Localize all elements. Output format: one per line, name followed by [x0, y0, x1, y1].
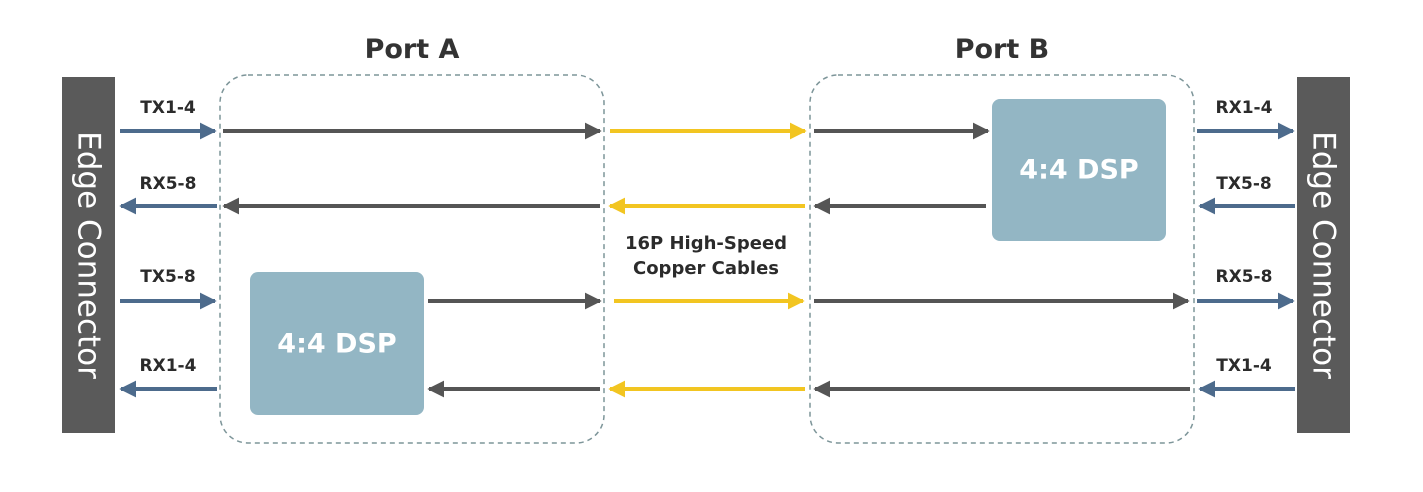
port-a-dsp-box — [250, 272, 424, 415]
left-signal-label: RX5-8 — [140, 174, 197, 194]
port-b-box — [809, 74, 1195, 444]
port-b-dsp-box — [992, 99, 1166, 241]
right-signal-label: TX5-8 — [1216, 174, 1271, 194]
port-a-dsp-label: 4:4 DSP — [277, 329, 396, 360]
right-signal-label: RX1-4 — [1216, 98, 1273, 118]
left-signal-label: RX1-4 — [140, 356, 197, 376]
port-b-dsp-label: 4:4 DSP — [1019, 155, 1138, 186]
right-edge-connector — [1297, 77, 1350, 433]
port-b-title: Port B — [955, 34, 1050, 65]
right-signal-label: RX5-8 — [1216, 267, 1273, 287]
right-signal-label: TX1-4 — [1216, 356, 1272, 376]
port-a-box — [219, 74, 605, 444]
left-signal-label: TX1-4 — [140, 98, 196, 118]
right-edge-connector-label: Edge Connector — [1306, 131, 1342, 379]
left-edge-connector-label: Edge Connector — [71, 131, 107, 379]
cable-label-line1: 16P High-Speed — [625, 233, 787, 254]
left-edge-connector — [62, 77, 115, 433]
left-signal-label: TX5-8 — [140, 267, 195, 287]
cable-label-line2: Copper Cables — [633, 258, 779, 279]
port-a-title: Port A — [365, 34, 460, 65]
